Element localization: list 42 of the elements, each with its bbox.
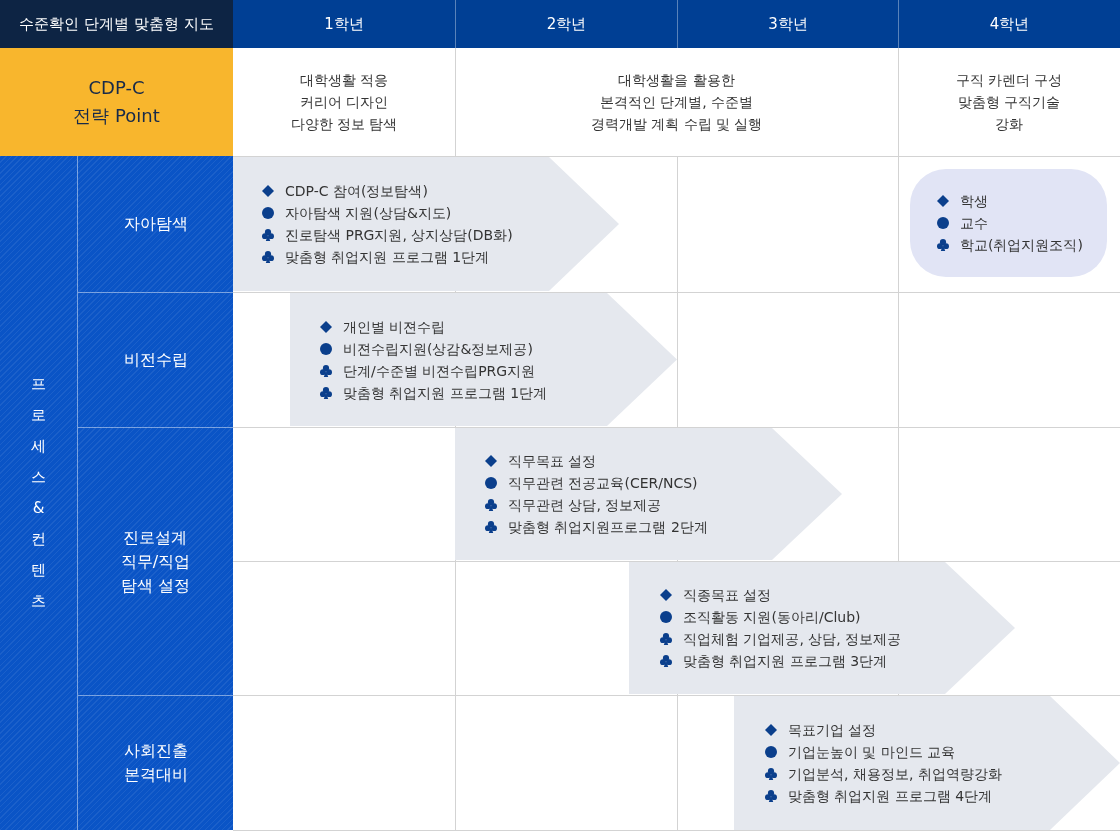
legend-text: 학생 — [960, 192, 988, 211]
legend-text: 교수 — [960, 214, 988, 233]
column-header: 2학년 — [455, 0, 677, 48]
list-item-text: 직무관련 상담, 정보제공 — [508, 496, 662, 515]
list-item-text: 자아탐색 지원(상담&지도) — [285, 204, 452, 223]
list-item-text: 기업눈높이 및 마인드 교육 — [788, 743, 956, 762]
row-header: 사회진출 본격대비 — [77, 695, 233, 830]
row-header: 비전수립 — [77, 292, 233, 427]
strategy-text: 대학생활 적응 커리어 디자인 다양한 정보 탐색 — [290, 71, 398, 134]
list-item-text: 맞춤형 취업지원 프로그램 1단계 — [285, 248, 490, 267]
strategy-header: CDP-C 전략 Point — [0, 48, 233, 156]
list-item-text: 목표기업 설정 — [788, 721, 877, 740]
list-item-text: 직업체험 기업제공, 상담, 정보제공 — [683, 630, 902, 649]
list-item-text: 직종목표 설정 — [683, 586, 772, 605]
list-item-text: 맞춤형 취업지원 프로그램 1단계 — [343, 383, 548, 403]
column-header: 3학년 — [677, 0, 898, 48]
row-group-header: 프로세스&컨텐츠 — [0, 156, 77, 830]
list-item-text: 기업분석, 채용정보, 취업역량강화 — [788, 765, 1002, 784]
list-item-text: CDP-C 참여(정보탐색) — [285, 182, 428, 201]
list-item-text: 비젼수립지원(상감&정보제공) — [343, 339, 533, 359]
list-item-text: 개인별 비젼수립 — [343, 317, 446, 337]
list-item-text: 직무목표 설정 — [508, 452, 597, 471]
list-item-text: 맞춤형 취업지원 프로그램 4단계 — [788, 787, 993, 806]
row-header: 자아탐색 — [77, 156, 233, 292]
list-item-text: 맞춤형 취업지원 프로그램 3단계 — [683, 652, 888, 671]
column-header: 1학년 — [233, 0, 455, 48]
list-item-text: 조직활동 지원(동아리/Club) — [683, 608, 861, 627]
list-item-text: 직무관련 전공교육(CER/NCS) — [508, 474, 698, 493]
chevron-band — [455, 428, 842, 560]
strategy-text: 구직 카렌더 구성 맞춤형 구직기술 강화 — [955, 71, 1063, 134]
chevron-band — [290, 293, 677, 426]
column-header: 4학년 — [898, 0, 1120, 48]
chevron-band — [734, 696, 1120, 830]
list-item-text: 단계/수준별 비젼수립PRG지원 — [343, 361, 536, 381]
chevron-band — [233, 157, 619, 291]
list-item-text: 맞춤형 취업지원프로그램 2단계 — [508, 518, 708, 537]
row-header: 진로설계 직무/직업 탐색 설정 — [77, 427, 233, 695]
strategy-text: 대학생활을 활용한 본격적인 단계별, 수준별 경력개발 계획 수립 및 실행 — [590, 71, 763, 134]
legend-text: 학교(취업지원조직) — [960, 236, 1083, 255]
table-title-header: 수준확인 단계별 맞춤형 지도 — [0, 0, 233, 48]
chevron-band — [629, 562, 1015, 694]
list-item-text: 진로탐색 PRG지원, 상지상담(DB화) — [285, 226, 513, 245]
